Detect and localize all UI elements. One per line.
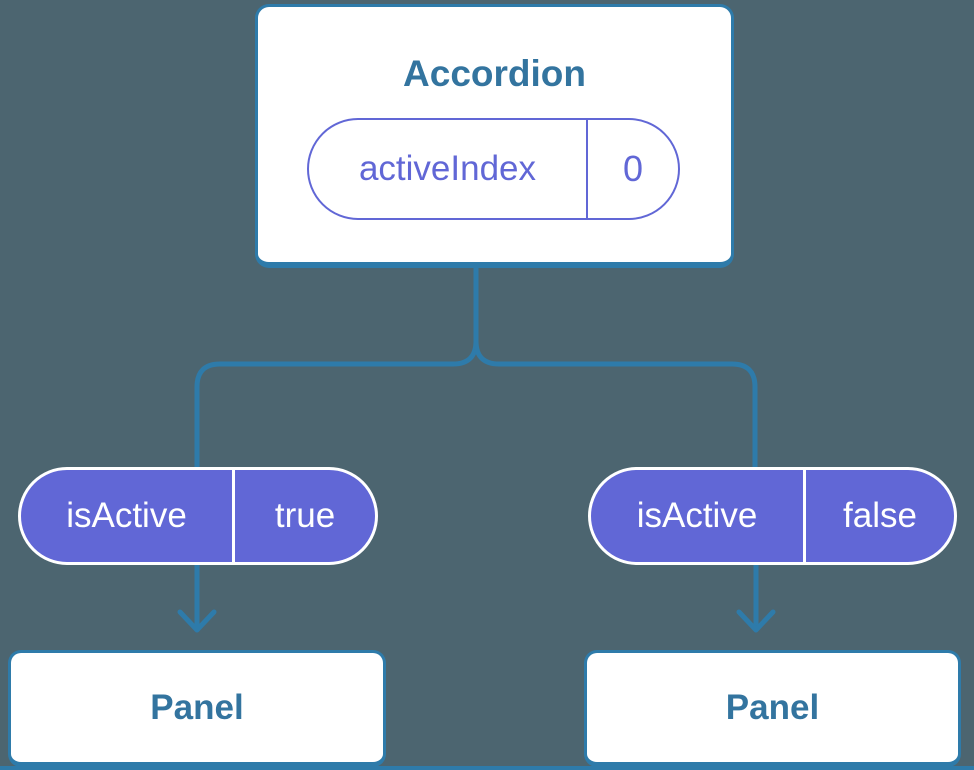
branch-right-line bbox=[473, 261, 758, 473]
panel-node-title: Panel bbox=[150, 687, 244, 727]
prop-value-label: false bbox=[803, 470, 954, 562]
prop-name-label: isActive bbox=[66, 496, 187, 535]
accordion-node-title: Accordion bbox=[403, 53, 586, 94]
state-pill: activeIndex 0 bbox=[307, 118, 680, 220]
panel-node-title: Panel bbox=[725, 687, 820, 727]
panel-node-left: Panel bbox=[8, 650, 386, 767]
arrow-left-head-icon bbox=[177, 609, 217, 633]
prop-pill-isactive-true: isActive true bbox=[18, 467, 378, 565]
state-name-label: activeIndex bbox=[358, 149, 537, 188]
arrow-right-head-icon bbox=[736, 609, 776, 633]
state-value-label: 0 bbox=[586, 120, 678, 218]
bottom-border-line bbox=[0, 766, 974, 770]
prop-pill-isactive-false: isActive false bbox=[588, 467, 957, 565]
prop-value-label: true bbox=[232, 470, 375, 562]
panel-node-right: Panel bbox=[584, 650, 961, 767]
accordion-node: Accordion activeIndex 0 bbox=[255, 4, 734, 268]
branch-left-line bbox=[194, 261, 479, 473]
prop-name-label: isActive bbox=[636, 496, 758, 535]
